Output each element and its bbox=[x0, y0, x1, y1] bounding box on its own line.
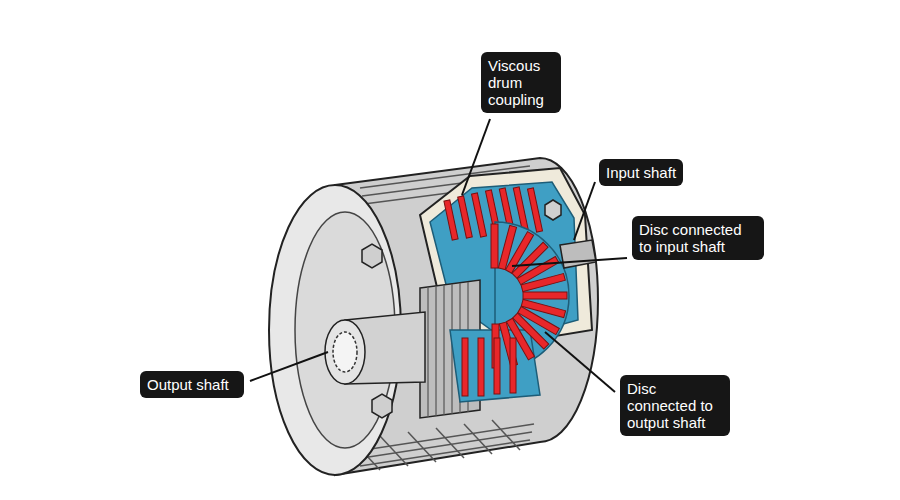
callout-box: Disc connected to output shaft bbox=[620, 375, 730, 436]
callout-text: Viscous drum coupling bbox=[488, 57, 554, 108]
callout-box: Output shaft bbox=[140, 371, 244, 398]
shaft-bore bbox=[333, 332, 357, 372]
leader-line bbox=[250, 352, 328, 381]
callout-text: Disc connected to output shaft bbox=[627, 380, 723, 431]
callout-box: Disc connected to input shaft bbox=[632, 216, 764, 260]
input-shaft-stub bbox=[560, 240, 596, 268]
leader-line bbox=[574, 182, 595, 240]
leader-line bbox=[545, 332, 615, 392]
shaft-end bbox=[325, 320, 365, 384]
callout-box: Viscous drum coupling bbox=[481, 52, 561, 113]
callout-text: Output shaft bbox=[147, 376, 237, 393]
lower-fluid bbox=[450, 330, 540, 402]
bolts bbox=[362, 200, 561, 418]
callout-box: Input shaft bbox=[599, 159, 683, 186]
leader-line bbox=[462, 119, 490, 195]
lower-plates bbox=[462, 338, 516, 396]
leader-line bbox=[512, 258, 627, 266]
leader-lines bbox=[250, 119, 627, 392]
callout-text: Input shaft bbox=[606, 164, 676, 181]
radial-teeth bbox=[491, 224, 567, 368]
callout-text: Disc connected to input shaft bbox=[639, 221, 757, 255]
